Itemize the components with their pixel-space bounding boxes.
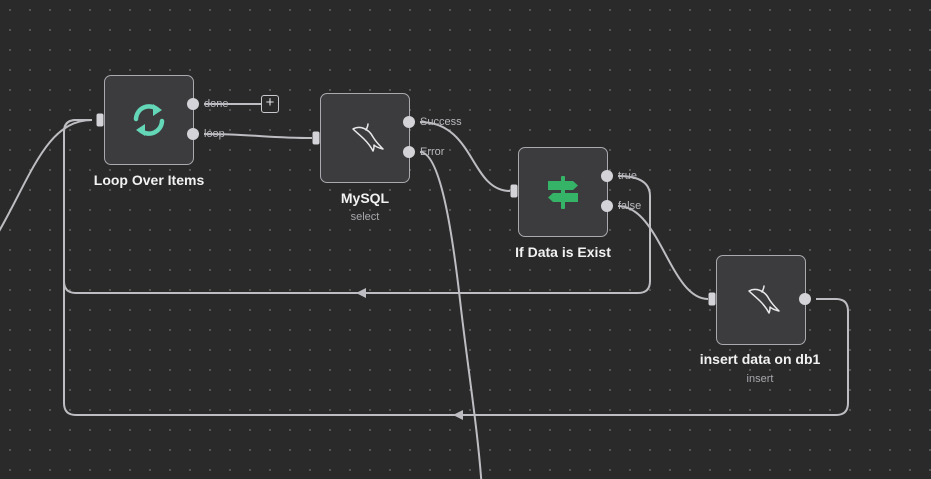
node-title: If Data is Exist: [515, 244, 611, 260]
signpost-icon: [548, 176, 578, 209]
edge-direction-arrow-icon: [453, 410, 463, 420]
edge-offscreen-to-loop[interactable]: [0, 119, 93, 240]
insert-output-port[interactable]: [799, 293, 811, 305]
loop-over-items-node[interactable]: [104, 75, 194, 165]
false-output-port[interactable]: [601, 200, 613, 212]
edge-success-to-if[interactable]: [419, 121, 511, 192]
mysql-dolphin-icon: [352, 123, 384, 152]
loop-input-port[interactable]: [96, 113, 104, 127]
port-label-success: Success: [420, 116, 462, 128]
true-output-port[interactable]: [601, 170, 613, 182]
done-output-port[interactable]: [187, 98, 199, 110]
node-title: insert data on db1: [699, 351, 821, 367]
port-label-false: false: [618, 200, 642, 212]
insert-data-node[interactable]: [716, 255, 806, 345]
edge-error-offscreen[interactable]: [419, 151, 483, 479]
insert-input-port[interactable]: [708, 292, 716, 306]
edge-loop-to-mysql[interactable]: [203, 133, 313, 139]
add-node-button[interactable]: +: [261, 95, 279, 113]
sync-icon: [133, 104, 165, 136]
node-subtitle: insert: [746, 373, 774, 385]
port-label-true: true: [618, 170, 637, 182]
mysql-input-port[interactable]: [312, 131, 320, 145]
port-label-loop: loop: [204, 128, 225, 140]
node-subtitle: select: [350, 211, 380, 223]
mysql-select-node[interactable]: [320, 93, 410, 183]
port-label-done: done: [204, 98, 229, 110]
error-output-port[interactable]: [403, 146, 415, 158]
mysql-dolphin-icon: [748, 285, 780, 314]
if-data-is-exist-node[interactable]: [518, 147, 608, 237]
loop-output-port[interactable]: [187, 128, 199, 140]
node-title: Loop Over Items: [93, 172, 205, 188]
success-output-port[interactable]: [403, 116, 415, 128]
port-label-error: Error: [420, 146, 445, 158]
node-title: MySQL: [340, 190, 390, 206]
edge-direction-arrow-icon: [356, 288, 366, 298]
if-input-port[interactable]: [510, 184, 518, 198]
edge-false-to-insert[interactable]: [617, 205, 709, 300]
